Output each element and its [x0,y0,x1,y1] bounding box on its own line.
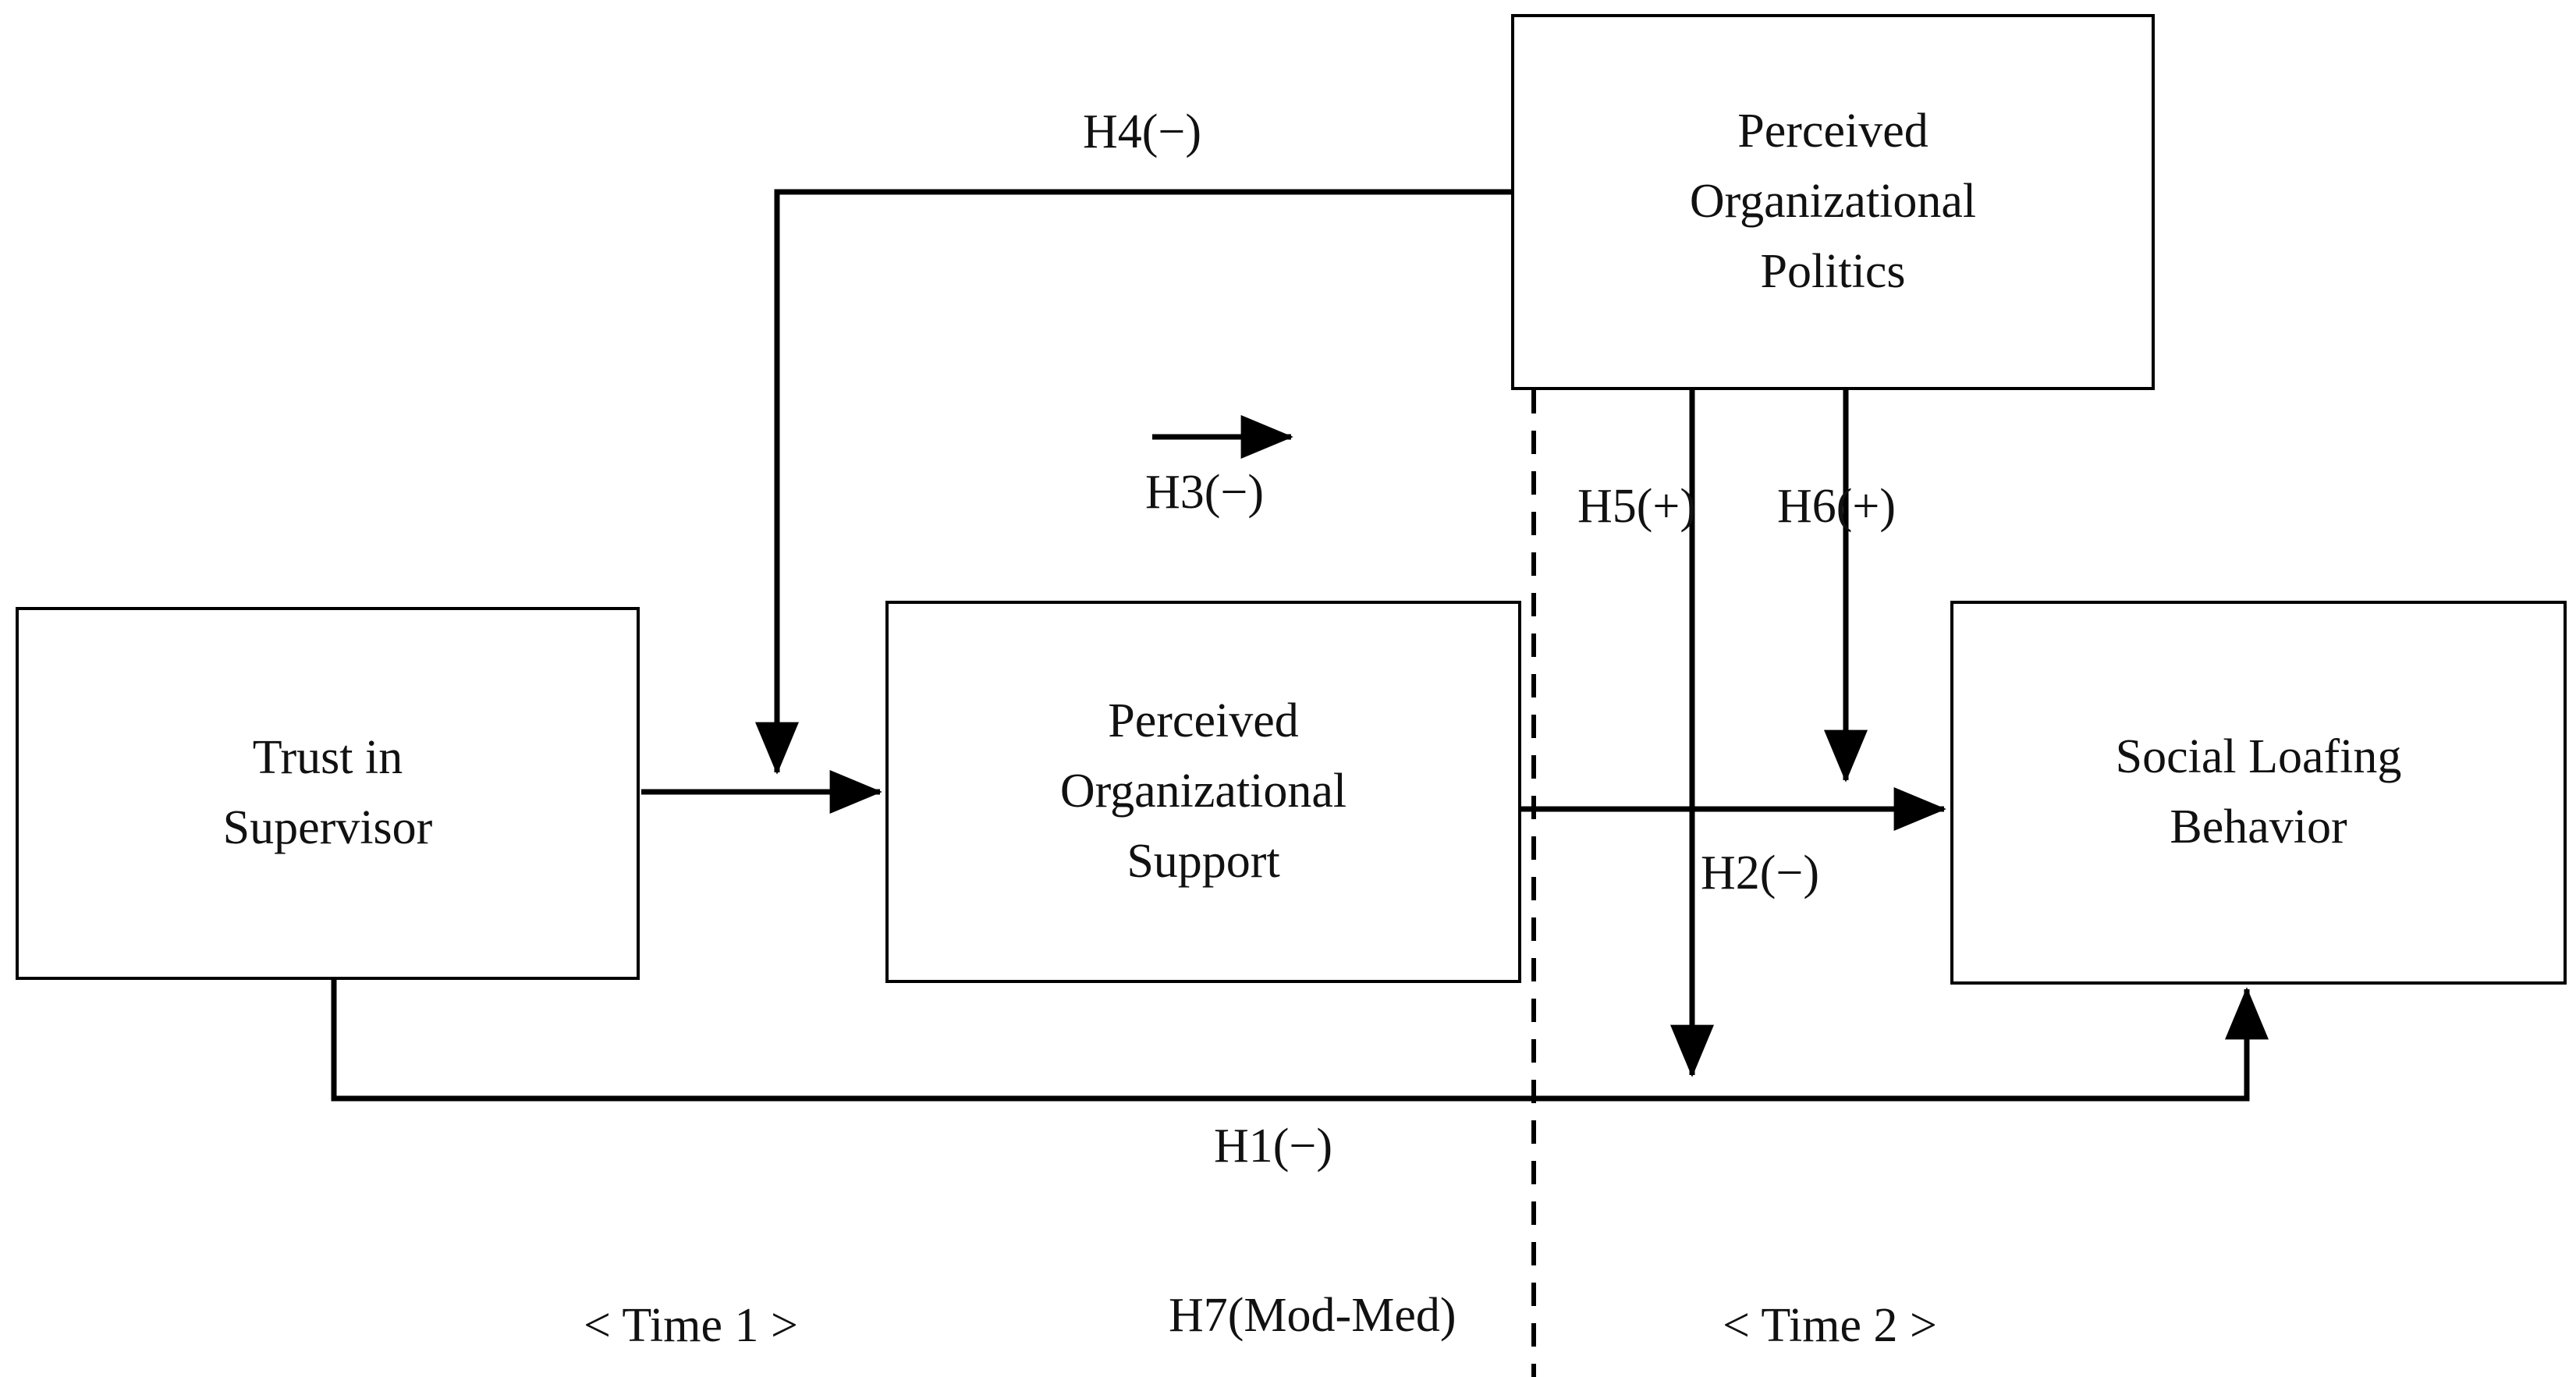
node-label-line: Perceived [1108,694,1299,748]
node-label-line: Behavior [2170,800,2347,854]
node-label-line: Organizational [1689,175,1977,229]
node-trust-in-supervisor[interactable]: Trust in Supervisor [16,607,640,980]
edge-label-h3: H3(−) [1145,466,1265,519]
edge-label-h6: H6(+) [1777,480,1897,533]
connector-h1 [331,980,2269,1102]
node-label-line: Perceived [1737,105,1928,158]
edge-label-h5: H5(+) [1577,480,1697,533]
edge-label-h2: H2(−) [1701,846,1820,900]
edge-label-h1: H1(−) [1214,1120,1333,1173]
edge-label-h4: H4(−) [1083,105,1202,158]
edge-label-h7: H7(Mod-Med) [1169,1289,1457,1342]
node-label-line: Politics [1760,244,1906,298]
time-1-label: < Time 1 > [584,1299,798,1352]
node-label-line: Supervisor [222,801,433,854]
time-2-label: < Time 2 > [1723,1299,1937,1352]
connector-h4 [755,189,1511,775]
node-label-line: Organizational [1059,765,1347,818]
node-label-line: Support [1127,834,1280,888]
node-perceived-organizational-support[interactable]: Perceived Organizational Support [885,601,1521,983]
node-perceived-organizational-politics[interactable]: Perceived Organizational Politics [1511,14,2155,390]
node-social-loafing-behavior[interactable]: Social Loafing Behavior [1950,601,2567,985]
node-label-line: Trust in [252,731,403,785]
node-label-line: Social Loafing [2115,730,2402,784]
